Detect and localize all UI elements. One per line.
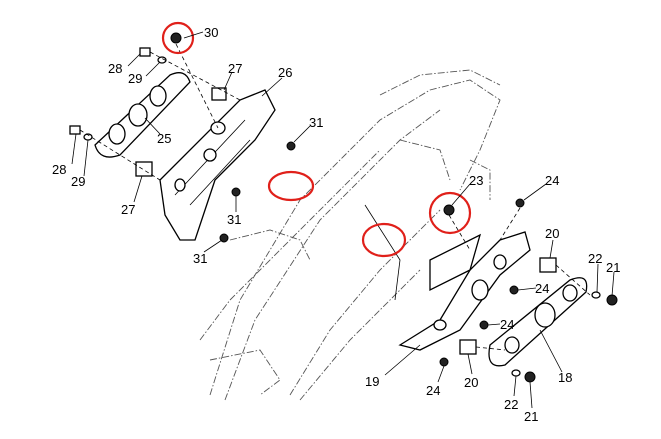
highlight-circle-frame-left — [267, 170, 315, 202]
right-bracket-19 — [398, 231, 531, 351]
callout-29: 29 — [71, 174, 85, 189]
callout-26: 26 — [278, 65, 292, 80]
callout-labels: 30 28 29 27 26 25 31 28 29 27 31 31 23 2… — [52, 25, 620, 424]
right-small-parts — [364, 198, 618, 383]
callout-20: 20 — [545, 226, 559, 241]
leader-lines — [71, 31, 615, 409]
callout-27: 27 — [121, 202, 135, 217]
callout-22: 22 — [588, 251, 602, 266]
callout-23: 23 — [469, 173, 483, 188]
callout-19: 19 — [365, 374, 379, 389]
highlight-circle-23 — [428, 191, 472, 235]
callout-21: 21 — [606, 260, 620, 275]
callout-24: 24 — [545, 173, 559, 188]
left-bracket-26 — [159, 89, 276, 241]
callout-18: 18 — [558, 370, 572, 385]
callout-31: 31 — [193, 251, 207, 266]
left-small-parts — [69, 32, 296, 243]
callout-29: 29 — [128, 71, 142, 86]
callout-24: 24 — [535, 281, 549, 296]
callout-25: 25 — [157, 131, 171, 146]
callout-28: 28 — [52, 162, 66, 177]
frame-outline — [199, 69, 501, 401]
callout-21: 21 — [524, 409, 538, 424]
callout-24: 24 — [500, 317, 514, 332]
highlight-circle-30 — [161, 21, 195, 55]
callout-27: 27 — [228, 61, 242, 76]
right-footrest-bracket-18 — [488, 277, 588, 367]
callout-24: 24 — [426, 383, 440, 398]
highlight-circle-frame-right — [361, 222, 407, 258]
callout-22: 22 — [504, 397, 518, 412]
left-footrest-bracket-25 — [94, 72, 191, 158]
callout-28: 28 — [108, 61, 122, 76]
callout-31: 31 — [227, 212, 241, 227]
callout-20: 20 — [464, 375, 478, 390]
callout-30: 30 — [204, 25, 218, 40]
callout-31: 31 — [309, 115, 323, 130]
